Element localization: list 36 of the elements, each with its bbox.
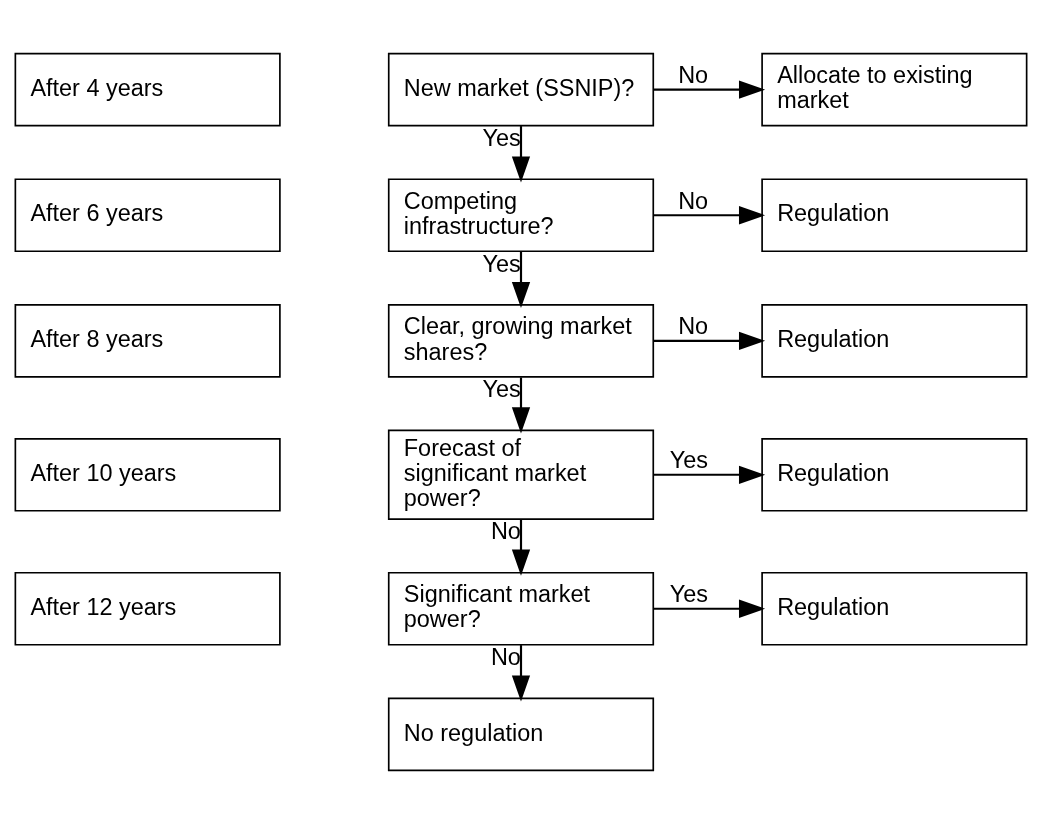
arrow: [511, 644, 531, 702]
edge-label: Yes: [669, 446, 709, 473]
edge-label: Yes: [669, 580, 709, 607]
edge-label: Yes: [482, 124, 521, 151]
edge-label: No: [490, 643, 521, 670]
node-box: Allocate to existing market: [761, 52, 1028, 127]
edge-label: No: [678, 61, 709, 88]
edge-label: Yes: [482, 250, 521, 277]
node-box: Regulation: [761, 303, 1028, 378]
node-box: Competing infrastructure?: [387, 177, 655, 252]
node-box: No regulation: [387, 696, 655, 771]
arrow: [511, 377, 531, 433]
node-box: After 10 years: [14, 437, 281, 512]
arrow: [653, 80, 766, 99]
node-box: Regulation: [761, 437, 1028, 512]
arrow: [653, 465, 766, 484]
arrow: [653, 599, 766, 618]
arrow: [653, 331, 766, 350]
arrow: [511, 251, 531, 308]
edge-label: No: [678, 312, 709, 339]
node-box: After 8 years: [14, 303, 281, 378]
edge-label: No: [678, 187, 709, 214]
node-box: After 6 years: [14, 177, 281, 252]
node-box: Regulation: [761, 177, 1028, 252]
node-box: After 4 years: [14, 52, 281, 127]
node-box: New market (SSNIP)?: [387, 52, 655, 127]
node-box: After 12 years: [14, 571, 281, 646]
arrow: [653, 205, 766, 224]
node-box: Significant market power?: [387, 571, 655, 646]
arrow: [511, 125, 531, 183]
node-box: Clear, growing market shares?: [387, 303, 655, 378]
edge-label: No: [490, 517, 521, 544]
edge-label: Yes: [482, 375, 521, 402]
arrow: [511, 518, 531, 576]
node-box: Forecast of significant market power?: [387, 429, 655, 520]
node-box: Regulation: [761, 571, 1028, 646]
